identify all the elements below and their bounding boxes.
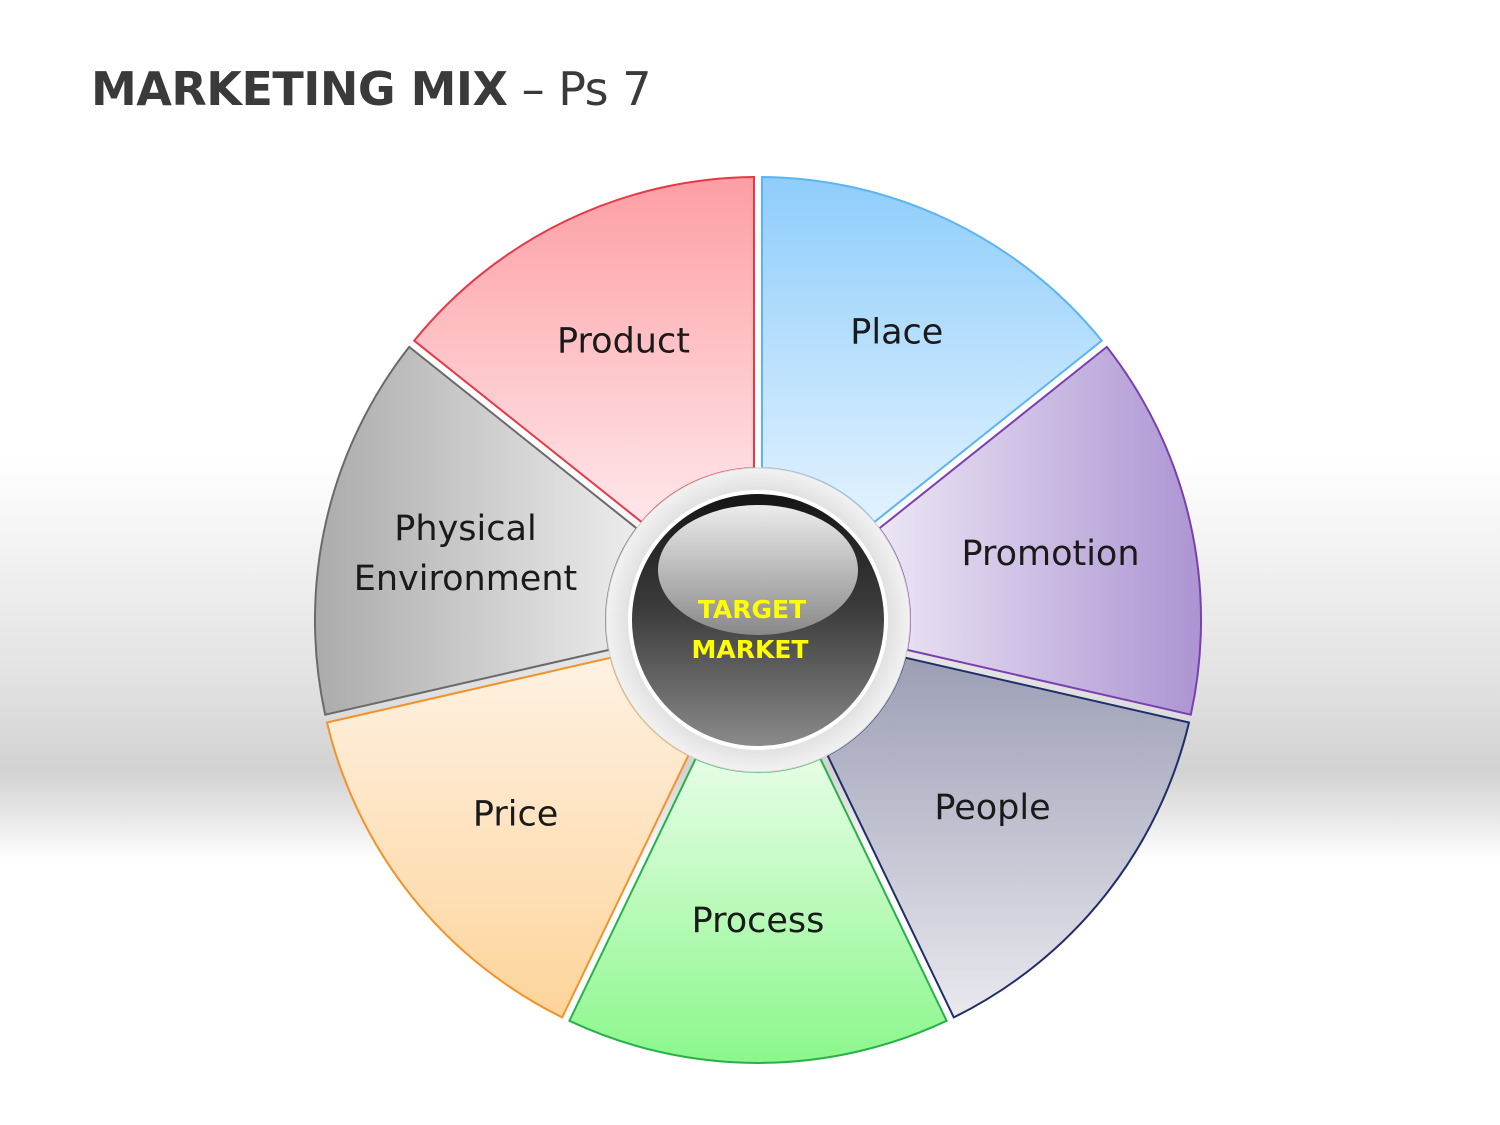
target-market-label-line-2: MARKET — [692, 635, 809, 664]
page-title: MARKETING MIX – Ps 7 — [91, 62, 652, 116]
segment-label-people: People — [934, 788, 1050, 828]
segment-label-process: Process — [692, 901, 825, 941]
segment-label-place: Place — [850, 313, 943, 353]
segment-label-physical-environment-line-2: Environment — [354, 559, 577, 599]
segment-label-promotion: Promotion — [961, 534, 1139, 574]
segment-label-product: Product — [557, 322, 690, 362]
title-subtitle: Ps 7 — [558, 62, 652, 116]
target-market-label-line-1: TARGET — [698, 595, 806, 624]
target-market-hub: TARGET MARKET — [605, 467, 911, 773]
hub-gloss — [658, 505, 858, 635]
title-dash: – — [507, 62, 559, 116]
segments-layer — [314, 175, 1202, 1064]
title-main: MARKETING MIX — [91, 62, 508, 116]
segment-label-price: Price — [473, 794, 558, 834]
segment-label-physical-environment-line-1: Physical — [394, 509, 536, 549]
